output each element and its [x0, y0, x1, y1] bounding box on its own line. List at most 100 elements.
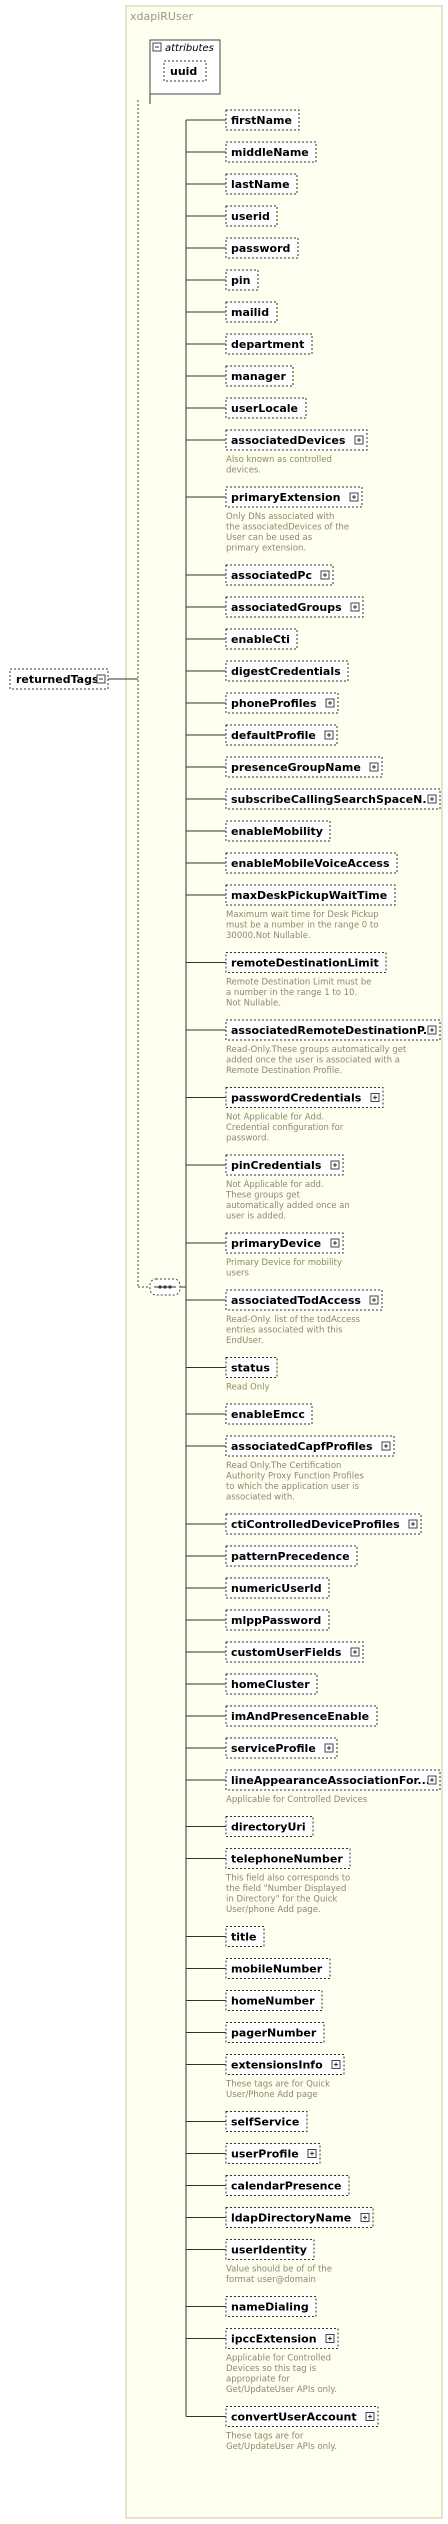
element-box[interactable]: [225, 2296, 317, 2317]
element-mailid[interactable]: mailid: [186, 301, 278, 323]
element-box[interactable]: [225, 2239, 315, 2260]
element-box[interactable]: [225, 788, 441, 810]
element-box[interactable]: [225, 1990, 323, 2011]
element-box[interactable]: [225, 1403, 313, 1425]
element-manager[interactable]: manager: [186, 365, 294, 387]
element-serviceprofile[interactable]: serviceProfile: [186, 1737, 338, 1759]
element-mlpppassword[interactable]: mlppPassword: [186, 1609, 330, 1631]
element-directoryuri[interactable]: directoryUri: [186, 1816, 314, 1837]
element-box[interactable]: [225, 1577, 330, 1599]
element-box[interactable]: [225, 1357, 278, 1378]
element-box[interactable]: [225, 692, 339, 714]
element-box[interactable]: [225, 628, 298, 650]
element-box[interactable]: [225, 2406, 379, 2427]
element-box[interactable]: [225, 2054, 345, 2075]
element-firstname[interactable]: firstName: [186, 109, 300, 131]
element-homecluster[interactable]: homeCluster: [186, 1673, 318, 1695]
element-imandpresenceenable[interactable]: imAndPresenceEnable: [186, 1705, 378, 1727]
element-box[interactable]: [225, 2111, 308, 2132]
element-box[interactable]: [225, 884, 396, 906]
element-box[interactable]: [225, 1673, 318, 1695]
element-box[interactable]: [225, 2328, 339, 2349]
element-password[interactable]: password: [186, 237, 299, 259]
element-box[interactable]: [225, 1769, 441, 1791]
element-box[interactable]: [225, 820, 331, 842]
element-userprofile[interactable]: userProfile: [186, 2143, 321, 2164]
element-userlocale[interactable]: userLocale: [186, 397, 307, 419]
element-title[interactable]: title: [186, 1926, 265, 1947]
element-box[interactable]: [225, 1087, 384, 1108]
element-mobilenumber[interactable]: mobileNumber: [186, 1958, 331, 1979]
element-box[interactable]: [225, 301, 278, 323]
element-lastname[interactable]: lastName: [186, 173, 298, 195]
element-department[interactable]: department: [186, 333, 313, 355]
element-box[interactable]: [225, 237, 299, 259]
element-box[interactable]: [225, 1737, 338, 1759]
element-box[interactable]: [225, 2175, 350, 2196]
element-phoneprofiles[interactable]: phoneProfiles: [186, 692, 339, 714]
element-box[interactable]: [225, 269, 259, 291]
element-box[interactable]: [225, 1816, 314, 1837]
element-enablemobility[interactable]: enableMobility: [186, 820, 331, 842]
element-box[interactable]: [225, 365, 294, 387]
element-box[interactable]: [225, 724, 338, 746]
element-associatedgroups[interactable]: associatedGroups: [186, 596, 364, 618]
element-box[interactable]: [225, 1019, 441, 1041]
element-box[interactable]: [225, 1435, 395, 1457]
element-box[interactable]: [225, 141, 317, 163]
element-associatedpc[interactable]: associatedPc: [186, 564, 334, 586]
element-box[interactable]: [225, 1926, 265, 1947]
element-box[interactable]: [225, 1641, 364, 1663]
element-box[interactable]: [225, 2022, 325, 2043]
element-customuserfields[interactable]: customUserFields: [186, 1641, 364, 1663]
element-box[interactable]: [225, 1705, 378, 1727]
element-box[interactable]: [225, 109, 300, 131]
element-pin[interactable]: pin: [186, 269, 259, 291]
element-box[interactable]: [225, 596, 364, 618]
element-calendarpresence[interactable]: calendarPresence: [186, 2175, 350, 2196]
element-box[interactable]: [225, 1154, 344, 1176]
element-box[interactable]: [225, 333, 313, 355]
element-defaultprofile[interactable]: defaultProfile: [186, 724, 338, 746]
element-pagernumber[interactable]: pagerNumber: [186, 2022, 325, 2043]
element-cticontrolleddeviceprofiles[interactable]: ctiControlledDeviceProfiles: [186, 1513, 422, 1535]
element-digestcredentials[interactable]: digestCredentials: [186, 660, 349, 682]
element-userid[interactable]: userid: [186, 205, 278, 227]
element-box[interactable]: [225, 1545, 358, 1567]
element-box[interactable]: [225, 1958, 331, 1979]
element-box[interactable]: [225, 1232, 344, 1254]
element-enableemcc[interactable]: enableEmcc: [186, 1403, 313, 1425]
element-namedialing[interactable]: nameDialing: [186, 2296, 317, 2317]
element-box[interactable]: [225, 1848, 351, 1869]
element-selfservice[interactable]: selfService: [186, 2111, 308, 2132]
element-box[interactable]: [225, 1609, 330, 1631]
element-enablecti[interactable]: enableCti: [186, 628, 298, 650]
element-ldapdirectoryname[interactable]: ldapDirectoryName: [186, 2207, 374, 2228]
element-box[interactable]: [225, 1289, 383, 1311]
element-lineappearanceassociationfor[interactable]: lineAppearanceAssociationFor...Applicabl…: [186, 1769, 441, 1805]
element-enablemobilevoiceaccess[interactable]: enableMobileVoiceAccess: [186, 852, 398, 874]
element-box[interactable]: [225, 756, 383, 778]
element-middlename[interactable]: middleName: [186, 141, 317, 163]
element-box[interactable]: [225, 486, 363, 508]
element-box[interactable]: [225, 205, 278, 227]
element-box[interactable]: [225, 564, 334, 586]
attribute-uuid-box[interactable]: [163, 60, 207, 82]
element-homenumber[interactable]: homeNumber: [186, 1990, 323, 2011]
element-box[interactable]: [225, 2143, 321, 2164]
element-subscribecallingsearchspacen[interactable]: subscribeCallingSearchSpaceN...: [186, 788, 441, 810]
element-box[interactable]: [225, 852, 398, 874]
element-presencegroupname[interactable]: presenceGroupName: [186, 756, 383, 778]
element-box[interactable]: [225, 660, 349, 682]
